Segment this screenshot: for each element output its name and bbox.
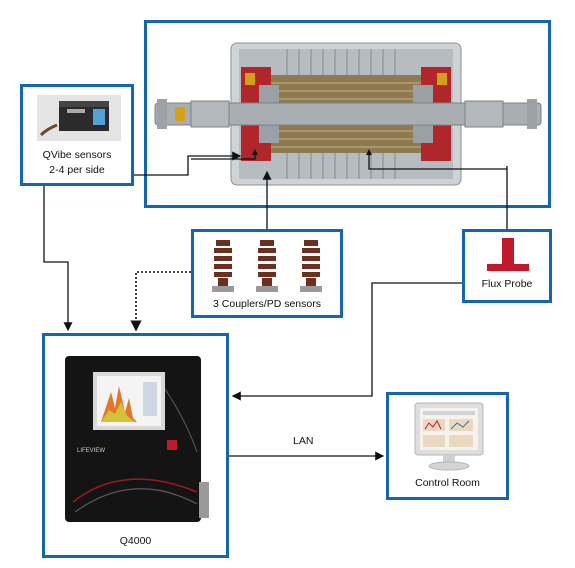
couplers-frame: 3 Couplers/PD sensors [191, 229, 343, 318]
generator-frame [144, 20, 551, 208]
control-room-frame: Control Room [386, 392, 509, 500]
control-room-label: Control Room [415, 477, 480, 489]
qvibe-to-q4000-line [43, 186, 73, 332]
flux-probe-label: Flux Probe [481, 278, 533, 290]
q4000-brand: LIFEVIEW [77, 448, 105, 454]
qvibe-label-line1: QVibe sensors [42, 149, 112, 161]
coupler-sensor-icon [212, 240, 322, 292]
couplers-label: 3 Couplers/PD sensors [213, 298, 321, 310]
q4000-label: Q4000 [119, 535, 152, 547]
lan-label: LAN [293, 435, 314, 447]
monitor-unit-icon: LIFEVIEW [65, 356, 209, 522]
qvibe-to-generator-line [134, 151, 242, 176]
couplers-to-q4000-line [130, 271, 191, 332]
qvibe-label-line2: 2-4 per side [49, 164, 105, 176]
flux-to-q4000-line [231, 282, 462, 401]
generator-cutaway-icon [154, 42, 542, 186]
desktop-monitor-icon [414, 402, 484, 471]
q4000-frame: LIFEVIEW Q4000 [42, 333, 229, 558]
flux-probe-frame: Flux Probe [462, 229, 552, 303]
qvibe-sensors-frame: QVibe sensors 2-4 per side [20, 84, 134, 186]
flux-probe-icon [487, 238, 529, 271]
vibration-sensor-icon [37, 95, 121, 141]
